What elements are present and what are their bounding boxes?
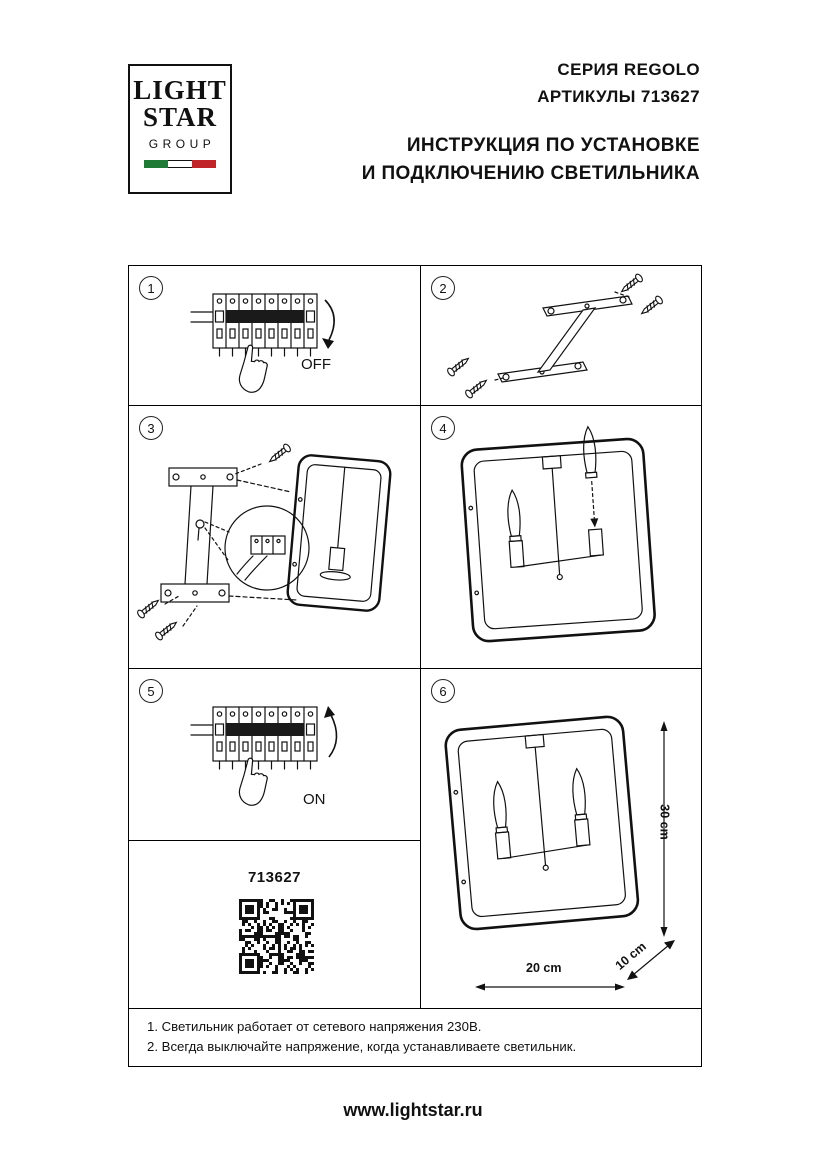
instruction-title-line1: ИНСТРУКЦИЯ ПО УСТАНОВКЕ xyxy=(406,135,700,156)
dimension-width-label: 20 cm xyxy=(526,961,562,975)
lightstar-logo: LIGHT STAR GROUP xyxy=(128,64,232,194)
mounting-bracket-drawing xyxy=(445,272,665,400)
step-5-panel: 5 ON xyxy=(129,669,421,841)
article-number: 713627 xyxy=(247,869,302,886)
step-2-number: 2 xyxy=(431,276,455,300)
qr-code xyxy=(239,899,314,974)
circuit-breaker-on-drawing xyxy=(190,706,338,806)
flag-red-segment xyxy=(192,160,216,168)
lamp-dimensions-drawing xyxy=(444,715,675,991)
note-1: 1. Светильник работает от сетевого напря… xyxy=(147,1019,482,1034)
article-qr-panel: 713627 xyxy=(129,841,421,1009)
bulb-installation-drawing xyxy=(460,425,656,643)
step-4-number: 4 xyxy=(431,416,455,440)
bracket-wiring-drawing xyxy=(135,442,392,642)
logo-group-text: GROUP xyxy=(148,137,216,151)
step-2-panel: 2 xyxy=(421,266,701,406)
step-1-panel: 1 xyxy=(129,266,421,406)
step-4-panel: 4 xyxy=(421,406,701,669)
footer-website: www.lightstar.ru xyxy=(343,1100,483,1120)
flag-green-segment xyxy=(144,160,168,168)
step-1-number: 1 xyxy=(139,276,163,300)
on-label: ON xyxy=(303,791,326,808)
step-6-number: 6 xyxy=(431,679,455,703)
circuit-breaker-off-drawing xyxy=(190,293,335,393)
step-3-panel: 3 xyxy=(129,406,421,669)
italian-flag-bar xyxy=(144,160,216,168)
instruction-title-line2: И ПОДКЛЮЧЕНИЮ СВЕТИЛЬНИКА xyxy=(361,163,700,184)
article-title: АРТИКУЛЫ 713627 xyxy=(537,87,700,106)
notes-row: 1. Светильник работает от сетевого напря… xyxy=(129,1009,701,1066)
steps-grid: 1 xyxy=(128,265,702,1067)
series-title: СЕРИЯ REGOLO xyxy=(557,60,700,79)
flag-white-segment xyxy=(168,160,192,168)
logo-star-text: STAR xyxy=(142,102,218,132)
note-2: 2. Всегда выключайте напряжение, когда у… xyxy=(147,1039,577,1054)
step-6-panel: 6 xyxy=(421,669,701,1009)
step-3-number: 3 xyxy=(139,416,163,440)
header-text-block: СЕРИЯ REGOLO АРТИКУЛЫ 713627 ИНСТРУКЦИЯ … xyxy=(362,56,700,188)
logo-light-text: LIGHT xyxy=(133,75,227,105)
step-5-number: 5 xyxy=(139,679,163,703)
instruction-title: ИНСТРУКЦИЯ ПО УСТАНОВКЕ И ПОДКЛЮЧЕНИЮ СВ… xyxy=(362,132,700,188)
dimension-height-label: 30 cm xyxy=(657,804,672,840)
off-label: OFF xyxy=(301,356,331,373)
